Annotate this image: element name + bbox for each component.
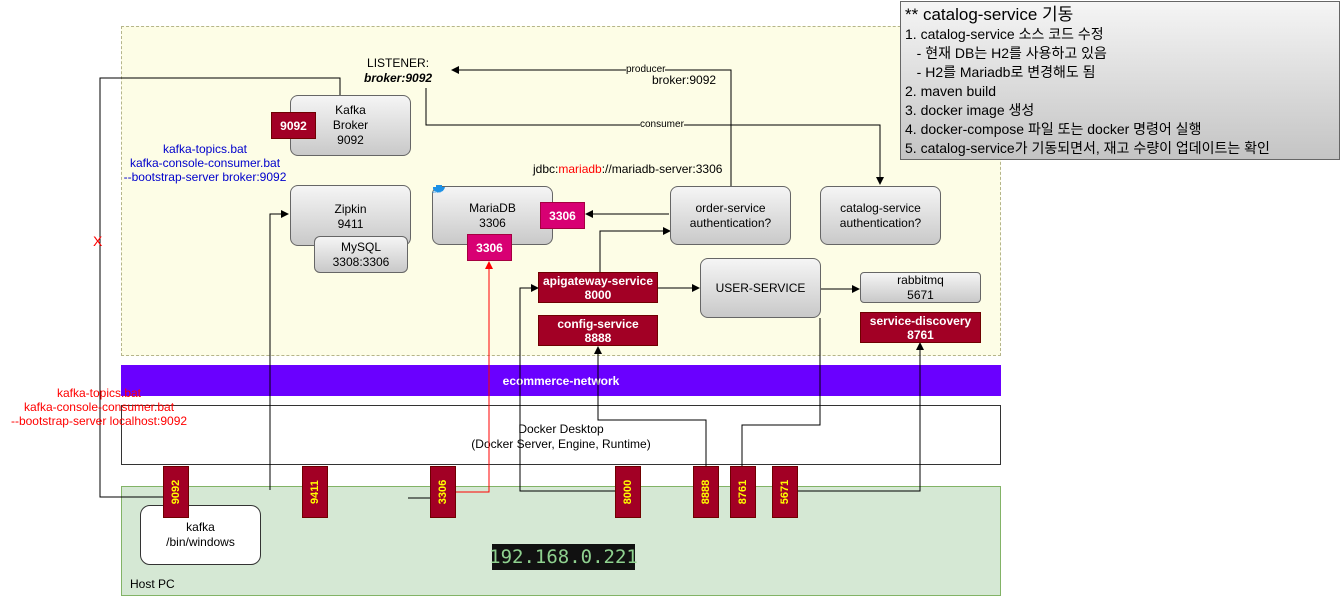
catalog-service-note: ** catalog-service 기동 1. catalog-service… [900,1,1340,160]
listener-title: LISTENER: [367,56,430,70]
mysql-node[interactable]: MySQL 3308:3306 [314,236,408,273]
note-title: ** catalog-service 기동 [905,5,1074,24]
docker-desktop-title: Docker Desktop [518,422,604,436]
x-mark: X [93,233,103,249]
host-port-3306-label: 3306 [437,479,450,505]
wire-gateway-order [599,227,671,272]
kafka-node-line2: Broker [332,118,369,132]
wire-host-gateway [519,284,627,492]
host-kafka-line1: kafka [186,520,215,534]
catalog-service-node[interactable]: catalog-service authentication? [820,186,941,245]
host-pc-region: Host PC [121,486,1001,596]
config-node-port: 8888 [584,330,612,345]
wire-host-user [741,318,821,466]
discovery-node-line1: service-discovery [869,313,972,328]
host-cmd-topics: kafka-topics.bat [56,386,142,400]
zipkin-node-line1: Zipkin [334,202,367,216]
host-kafka-commands: kafka-topics.bat kafka-console-consumer.… [4,386,194,428]
host-port-8761: 8761 [730,466,756,518]
note-item-5: 5. catalog-service가 기동되면서, 재고 수량이 업데이트는 … [905,140,1270,156]
apigateway-service-node[interactable]: apigateway-service 8000 [538,272,658,303]
host-port-9092: 9092 [163,466,189,518]
host-cmd-bootstrap: --bootstrap-server localhost:9092 [10,414,188,428]
jdbc-url-label: jdbc:mariadb://mariadb-server:3306 [533,162,722,176]
config-node-line1: config-service [557,316,639,331]
note-item-1: 1. catalog-service 소스 코드 수정 [905,26,1104,42]
kafka-node-port: 9092 [337,133,364,147]
rabbitmq-node-line1: rabbitmq [897,272,944,287]
mariadb-node-line1: MariaDB [469,200,516,215]
host-port-3306: 3306 [430,466,456,518]
host-pc-label: Host PC [130,577,175,591]
container-cmd-bootstrap: --bootstrap-server broker:9092 [123,170,287,184]
producer-target-label: broker:9092 [652,73,717,87]
catalog-node-line1: catalog-service [840,200,921,215]
note-item-3: 3. docker image 생성 [905,102,1035,118]
host-kafka-node[interactable]: kafka /bin/windows [140,505,261,565]
consumer-label: consumer [640,119,684,130]
host-port-9411-label: 9411 [309,480,321,504]
container-cmd-topics: kafka-topics.bat [162,142,248,156]
jdbc-prefix: jdbc: [533,162,559,176]
user-node-label: USER-SERVICE [715,280,806,295]
host-port-8888-label: 8888 [700,479,713,505]
host-port-8888: 8888 [693,466,719,518]
host-port-5671-label: 5671 [779,479,792,505]
wire-host-mariadb-red [454,261,493,493]
wire-host-discovery [784,342,924,492]
kafka-node-line1: Kafka [335,103,366,117]
container-kafka-commands: kafka-topics.bat kafka-console-consumer.… [122,142,288,184]
catalog-node-line2: authentication? [839,215,922,230]
wire-host-config [594,346,707,466]
service-discovery-node[interactable]: service-discovery 8761 [860,312,981,343]
host-cmd-consumer: kafka-console-consumer.bat [23,400,175,414]
note-item-1b: - H2를 Mariadb로 변경해도 됨 [905,64,1096,80]
docker-desktop-box: Docker Desktop (Docker Server, Engine, R… [121,405,1001,465]
jdbc-db: mariadb [558,162,602,176]
rabbitmq-node-port: 5671 [907,287,934,302]
config-service-node[interactable]: config-service 8888 [538,315,658,346]
apigateway-node-port: 8000 [584,287,612,302]
mysql-node-line1: MySQL [340,239,381,254]
docker-logo-text: docker [432,190,442,194]
order-node-line1: order-service [695,200,766,215]
host-port-5671: 5671 [772,466,798,518]
host-port-8000-label: 8000 [622,479,635,505]
note-item-2: 2. maven build [905,83,997,99]
user-service-node[interactable]: USER-SERVICE [700,258,821,318]
host-port-9092-label: 9092 [170,479,183,505]
host-port-8000: 8000 [615,466,641,518]
host-ip-address: 192.168.0.221 [489,544,638,570]
docker-desktop-subtitle: (Docker Server, Engine, Runtime) [471,437,651,451]
listener-label: LISTENER: broker:9092 [364,56,432,86]
ecommerce-network-bar: ecommerce-network [121,365,1001,396]
apigateway-node-line1: apigateway-service [542,273,654,288]
wire-producer [451,66,732,186]
mariadb-port-badge-right: 3306 [540,202,585,229]
mariadb-node-port: 3306 [479,215,506,230]
mariadb-port-badge-below: 3306 [467,234,512,261]
order-node-line2: authentication? [689,215,772,230]
wire-host-zipkin [269,210,289,490]
docker-whale-icon: docker [432,182,446,194]
discovery-node-port: 8761 [907,327,934,342]
host-port-8761-label: 8761 [737,479,750,505]
kafka-port-badge: 9092 [271,112,316,139]
zipkin-node-port: 9411 [337,217,364,231]
rabbitmq-node[interactable]: rabbitmq 5671 [860,272,981,303]
mysql-node-port: 3308:3306 [332,254,390,269]
host-port-9411: 9411 [302,466,328,518]
host-kafka-line2: /bin/windows [166,535,235,549]
order-service-node[interactable]: order-service authentication? [670,186,791,245]
producer-label: producer [626,64,666,75]
note-item-1a: - 현재 DB는 H2를 사용하고 있음 [905,45,1107,61]
jdbc-suffix: ://mariadb-server:3306 [601,162,723,176]
container-cmd-consumer: kafka-console-consumer.bat [129,156,281,170]
note-item-4: 4. docker-compose 파일 또는 docker 명령어 실행 [905,121,1202,137]
listener-address: broker:9092 [364,71,433,85]
network-label: ecommerce-network [502,373,620,388]
